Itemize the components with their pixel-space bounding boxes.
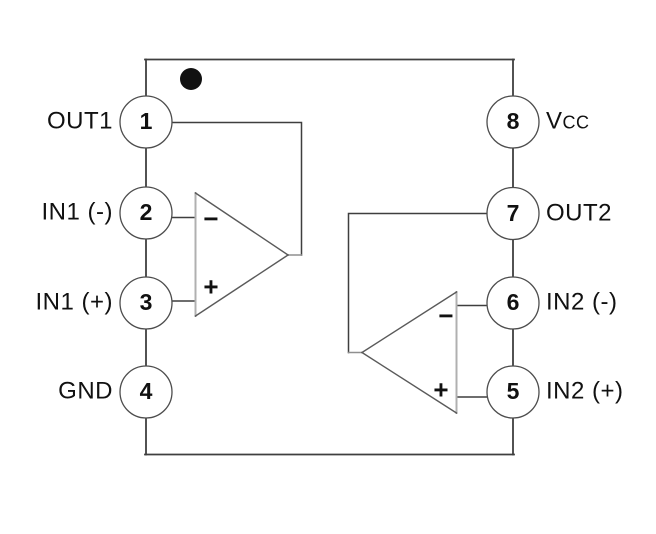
pin-4-circle [119, 365, 173, 419]
opamp2-plus-sign: + [433, 374, 449, 405]
pin-2-number: 2 [139, 199, 153, 226]
pin-6-circle [486, 276, 540, 330]
opamp1-minus-sign: − [203, 203, 219, 234]
vcc-subscript: CC [562, 112, 590, 133]
pin-3-circle [119, 276, 173, 330]
pin-7-number: 7 [506, 199, 520, 226]
opamp2-symbol [361, 291, 458, 414]
pin-label-out2: OUT2 [546, 199, 613, 227]
opamp1-symbol [194, 192, 289, 317]
pin-1-circle [119, 95, 173, 149]
pin-6-number: 6 [506, 289, 520, 316]
pin-label-in2-noninv: IN2 (+) [546, 377, 624, 405]
pin-label-out1: OUT1 [46, 107, 113, 135]
pin-8-circle [486, 95, 540, 149]
pin-1-number: 1 [139, 108, 153, 135]
pin-2-circle [119, 186, 173, 240]
pin-5-number: 5 [506, 378, 520, 405]
opamp2-minus-sign: − [438, 300, 454, 331]
pin-label-gnd: GND [58, 377, 113, 405]
pin1-marker-dot-icon [180, 68, 202, 90]
pin-3-number: 3 [139, 289, 153, 316]
pin-8-number: 8 [506, 108, 520, 135]
pin-label-in1-noninv: IN1 (+) [35, 288, 113, 316]
pin-4-number: 4 [139, 378, 153, 405]
pin-7-circle [486, 186, 540, 241]
pin-label-in2-inv: IN2 (-) [546, 288, 618, 316]
vcc-main: V [546, 107, 563, 135]
internal-wires [169, 121, 490, 398]
pin-label-in1-inv: IN1 (-) [41, 198, 113, 226]
opamp1-plus-sign: + [203, 271, 219, 302]
output-stubs [287, 254, 363, 354]
pin-circles [119, 95, 540, 419]
pin-label-vcc: VCC [546, 107, 590, 135]
package-outline [144, 58, 515, 456]
pin-5-circle [486, 365, 540, 419]
